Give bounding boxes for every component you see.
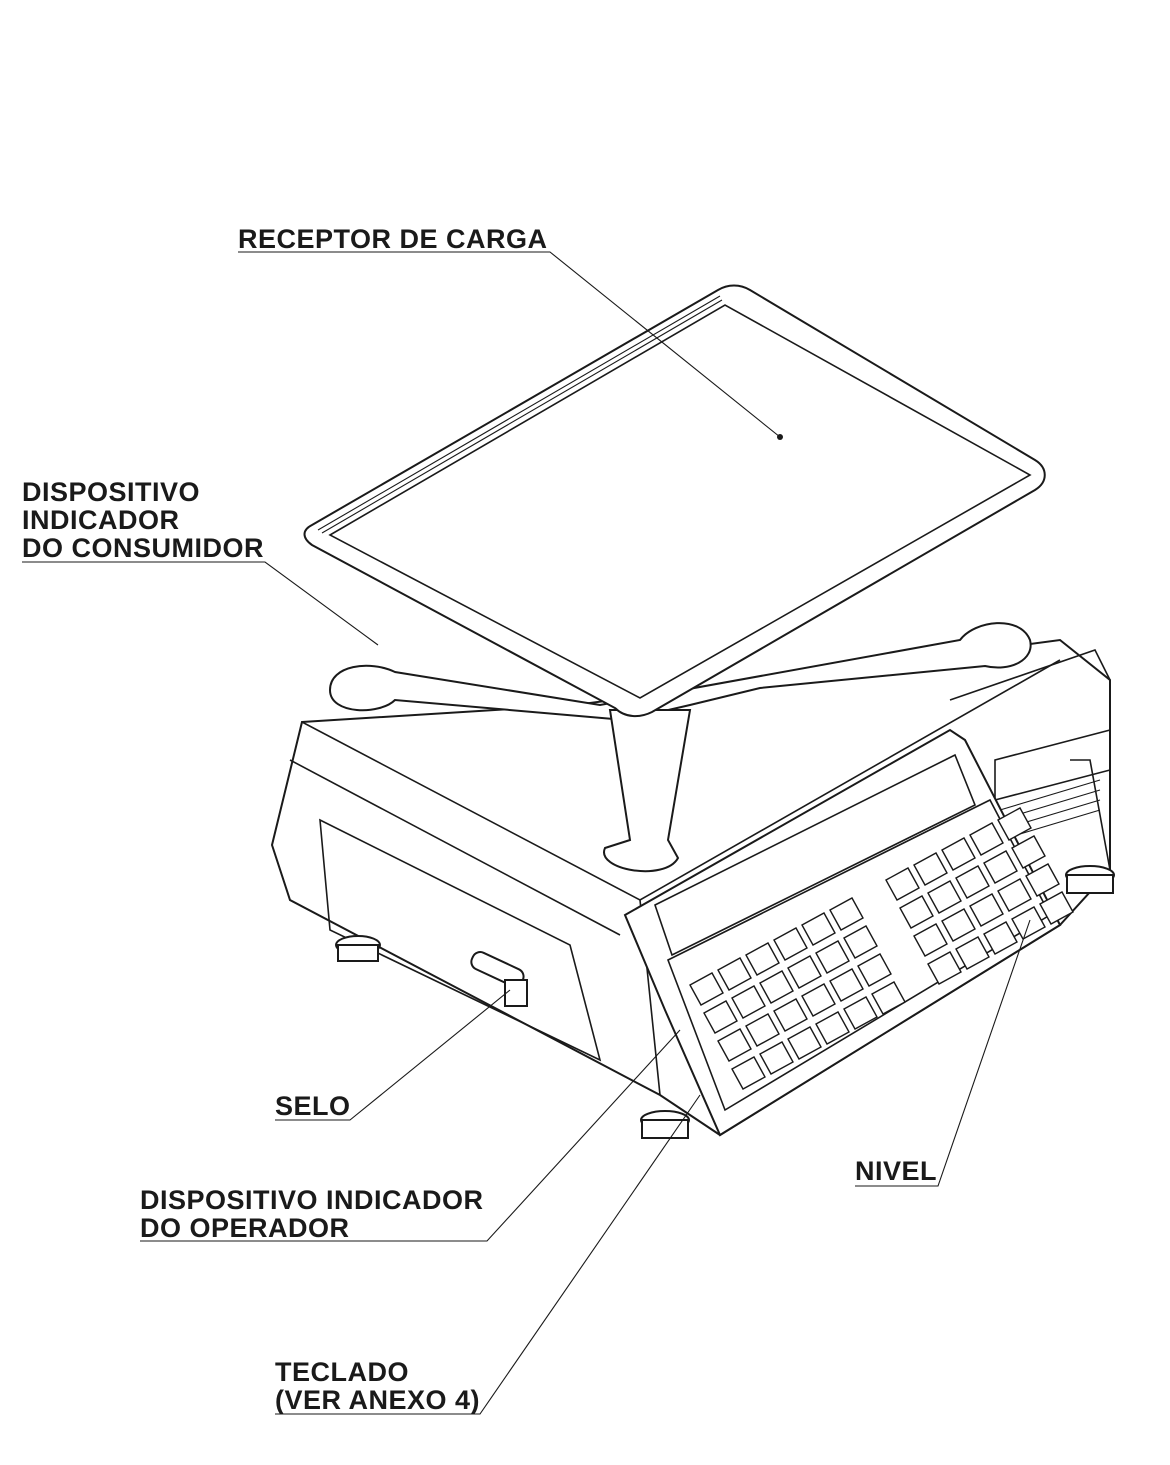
keyboard-key	[913, 923, 948, 957]
keyboard-key	[773, 927, 808, 961]
keyboard-key	[983, 921, 1018, 955]
keyboard-key	[787, 1026, 822, 1060]
keyboard-key	[717, 1028, 752, 1062]
label-receptor-de-carga: RECEPTOR DE CARGA	[238, 224, 548, 254]
keyboard-key	[745, 942, 780, 976]
label-dispositivo-indicador-consumidor: DISPOSITIVO INDICADOR DO CONSUMIDOR	[22, 477, 264, 563]
keyboard-key	[703, 1000, 738, 1034]
keyboard-key	[731, 985, 766, 1019]
keyboard-key	[1025, 863, 1060, 897]
label-selo: SELO	[275, 1091, 351, 1121]
keyboard-key	[815, 940, 850, 974]
keyboard-key	[731, 1056, 766, 1090]
keyboard-key	[941, 908, 976, 942]
keyboard-key	[801, 912, 836, 946]
keyboard-key	[983, 850, 1018, 884]
keyboard-key	[955, 936, 990, 970]
keyboard-key	[997, 878, 1032, 912]
seal	[470, 951, 528, 1007]
keyboard-key	[913, 852, 948, 886]
keyboard-key	[787, 955, 822, 989]
scale-feet	[335, 865, 1115, 1139]
leader-lines	[22, 251, 1031, 1415]
label-nivel: NIVEL	[855, 1156, 938, 1186]
label-dispositivo-indicador-operador: DISPOSITIVO INDICADOR DO OPERADOR	[140, 1185, 484, 1243]
operator-panel	[623, 728, 1074, 1137]
keyboard-key	[969, 822, 1004, 856]
keyboard-key	[1011, 835, 1046, 869]
keyboard-key	[969, 893, 1004, 927]
keyboard-key	[1039, 891, 1074, 925]
keyboard-key	[871, 981, 906, 1015]
keyboard-key	[997, 807, 1032, 841]
label-teclado: TECLADO (VER ANEXO 4)	[275, 1357, 481, 1415]
keyboard-key	[857, 953, 892, 987]
load-receptor-platter	[303, 284, 1046, 718]
keyboard-key	[899, 895, 934, 929]
keyboard-key	[955, 865, 990, 899]
keyboard-key	[745, 1013, 780, 1047]
keyboard-key	[927, 880, 962, 914]
keyboard-key	[717, 957, 752, 991]
keyboard-key	[941, 837, 976, 871]
keyboard-key	[815, 1011, 850, 1045]
keyboard-key	[829, 897, 864, 931]
keyboard-key	[885, 867, 920, 901]
keyboard-key	[927, 951, 962, 985]
keyboard-key	[689, 972, 724, 1006]
keyboard-key	[843, 996, 878, 1030]
keyboard-key	[773, 998, 808, 1032]
keyboard-keys	[689, 807, 1074, 1090]
keyboard-key	[759, 970, 794, 1004]
keyboard-key	[829, 968, 864, 1002]
platter-support	[328, 622, 1032, 873]
keyboard-key	[801, 983, 836, 1017]
keyboard-key	[843, 925, 878, 959]
keyboard-key	[759, 1041, 794, 1075]
